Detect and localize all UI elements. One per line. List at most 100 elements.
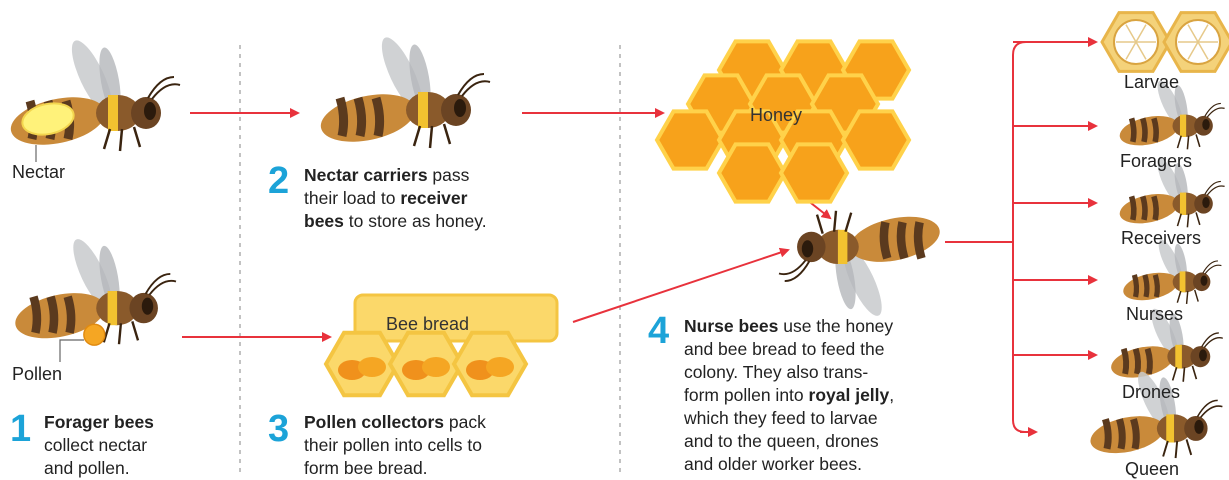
antenna [785,261,810,281]
step-bold-run: royal jelly [809,385,890,405]
step-1-number: 1 [10,410,31,448]
step-line: and to the queen, drones [684,430,894,453]
step-run: and to the queen, drones [684,431,879,451]
thorax-band [108,95,118,131]
honey-cell [719,144,785,201]
stripe [1132,118,1134,142]
step-line: form bee bread. [304,457,486,480]
step-line: and bee bread to feed the [684,338,894,361]
stripe [1134,275,1136,297]
step-1-text: Forager beescollect nectar and pollen. [44,411,154,480]
leg [1196,134,1200,146]
step-line: collect nectar [44,434,154,457]
leg [1173,367,1177,380]
stripe [358,98,362,136]
step-run: and older worker bees. [684,454,862,474]
step-line: and pollen. [44,457,154,480]
bee-bread-comb-icon [326,295,557,395]
step-run: form pollen into [684,385,809,405]
output-queen-label: Queen [1125,459,1179,480]
thorax-band [1180,193,1186,215]
leg [1196,212,1200,224]
antenna [1205,181,1221,194]
stripe [1154,118,1156,142]
leg [132,321,138,340]
leg [1163,441,1168,457]
thorax-band [1166,414,1174,442]
leg [414,126,420,146]
step-4-text: Nurse bees use the honeyand bee bread to… [684,315,894,476]
step-line: Forager bees [44,411,154,434]
leg [119,323,121,344]
stripe [68,297,71,333]
step-run: and pollen. [44,458,130,478]
step-run: their pollen into cells to [304,435,482,455]
leg [104,129,110,149]
pollen-label: Pollen [12,364,62,385]
eye [144,102,156,120]
arrow-bread-to-nurse [573,250,788,322]
leg [1187,136,1188,150]
output-nurses-label: Nurses [1126,304,1183,325]
antenna [148,77,174,98]
nurse-bee-icon [779,209,944,320]
stripe [1143,118,1145,142]
stripe [1154,196,1156,220]
step-line: colony. They also trans- [684,361,894,384]
step-run: use the honey [778,316,893,336]
honey-cell [657,111,723,168]
thorax-band [1180,271,1186,292]
pollen-pointer [60,340,84,362]
leg [430,126,432,148]
eye [1194,420,1203,434]
step-bold-run: bees [304,211,344,231]
nectar-label: Nectar [12,162,65,183]
step-2-number: 2 [268,162,289,200]
output-drones-label: Drones [1122,382,1180,403]
stripe [1143,196,1145,220]
stripe [376,98,380,136]
step-bold-run: receiver [400,188,467,208]
stripe [1124,349,1126,374]
eye [142,298,153,315]
stripe [1155,275,1157,297]
antenna [1202,333,1219,347]
stripe [1136,349,1138,374]
step-run: colony. They also trans- [684,362,868,382]
leg [444,124,450,144]
eye [1199,349,1207,361]
step-line: their load to receiver [304,187,487,210]
pollen-lump [486,357,514,377]
step-run: their load to [304,188,400,208]
antenna [1205,103,1221,116]
flow-arrows [182,42,1096,432]
larvae-cells-icon [1102,13,1229,72]
leg [1192,366,1196,379]
step-run: which they feed to larvae [684,408,878,428]
leg [834,211,836,232]
step-run: form bee bread. [304,458,428,478]
pollen-lump [422,357,450,377]
leg [1187,291,1188,304]
step-run: collect nectar [44,435,147,455]
step-bold-run: Pollen collectors [304,412,444,432]
step-run: and bee bread to feed the [684,339,884,359]
thorax-band [1175,345,1182,369]
eye [802,240,813,257]
antenna [146,274,171,294]
eye [1202,119,1209,130]
step-run: to store as honey. [344,211,487,231]
leg [1176,441,1178,458]
step-line: which they feed to larvae [684,407,894,430]
thorax-band [838,230,848,264]
leg [846,213,852,232]
leg [1183,367,1184,382]
stripe [1148,349,1150,374]
step-run: , [889,385,894,405]
step-line: Nurse bees use the honey [684,315,894,338]
stripe [33,297,36,333]
output-foragers-label: Foragers [1120,151,1192,172]
stripe [1132,196,1134,220]
